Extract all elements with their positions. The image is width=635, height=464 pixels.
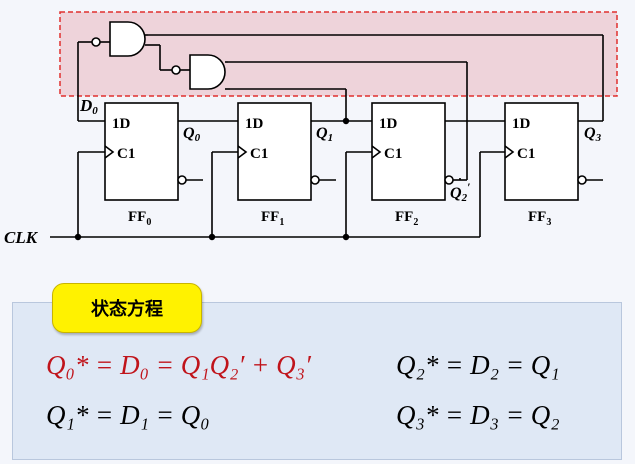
and-gate-1 [109, 21, 146, 57]
ff2-c-pin: C1 [384, 146, 402, 162]
ff0-qbar-bubble [177, 175, 187, 185]
ff1-d-pin: 1D [245, 116, 264, 132]
q0-label: Q0 [183, 125, 201, 144]
ff0-d-pin: 1D [112, 116, 131, 132]
ff3-c-pin: C1 [517, 146, 535, 162]
ff2-box [371, 102, 446, 201]
ff1-clock-triangle [237, 145, 248, 159]
ff2-d-pin: 1D [379, 116, 398, 132]
equation-q0: Q₀* = D₀ = Q₁Q₂′ + Q₃′ [46, 350, 311, 380]
ff3-qbar-bubble [577, 175, 587, 185]
ff1-box [237, 102, 312, 201]
ff2-qbar-bubble [444, 175, 454, 185]
equation-q3: Q₃* = D₃ = Q₂ [396, 400, 560, 430]
ff1-qbar-bubble [310, 175, 320, 185]
junction-clk-ff0 [74, 233, 82, 241]
ff3-d-pin: 1D [512, 116, 531, 132]
equation-q1: Q₁* = D₁ = Q₀ [46, 400, 210, 430]
q2-prime-label: Q2′ [450, 180, 470, 204]
ff0-name: FF0 [128, 209, 151, 228]
ff3-name: FF3 [528, 209, 551, 228]
q3-label: Q3 [584, 125, 602, 144]
ff0-box [104, 102, 179, 201]
ff1-name: FF1 [261, 209, 284, 228]
feedback-highlight [59, 11, 618, 97]
junction-q1 [342, 117, 350, 125]
d0-label: D0 [79, 96, 98, 117]
and-gate-2-input-bubble [171, 65, 181, 75]
junction-clk-ff1 [208, 233, 216, 241]
ff2-clock-triangle [371, 145, 382, 159]
and-gate-1-input-bubble [91, 37, 101, 47]
state-equation-title: 状态方程 [52, 283, 202, 333]
ff0-clock-triangle [104, 145, 115, 159]
clk-label: CLK [4, 228, 39, 247]
ff3-clock-triangle [504, 145, 515, 159]
equation-q2: Q₂* = D₂ = Q₁ [396, 350, 560, 380]
junction-clk-ff2 [342, 233, 350, 241]
and-gate-2 [189, 54, 226, 90]
ff3-box [504, 102, 579, 201]
ff1-c-pin: C1 [250, 146, 268, 162]
q1-label: Q1 [316, 125, 333, 144]
ff2-name: FF2 [395, 209, 418, 228]
ff0-c-pin: C1 [117, 146, 135, 162]
